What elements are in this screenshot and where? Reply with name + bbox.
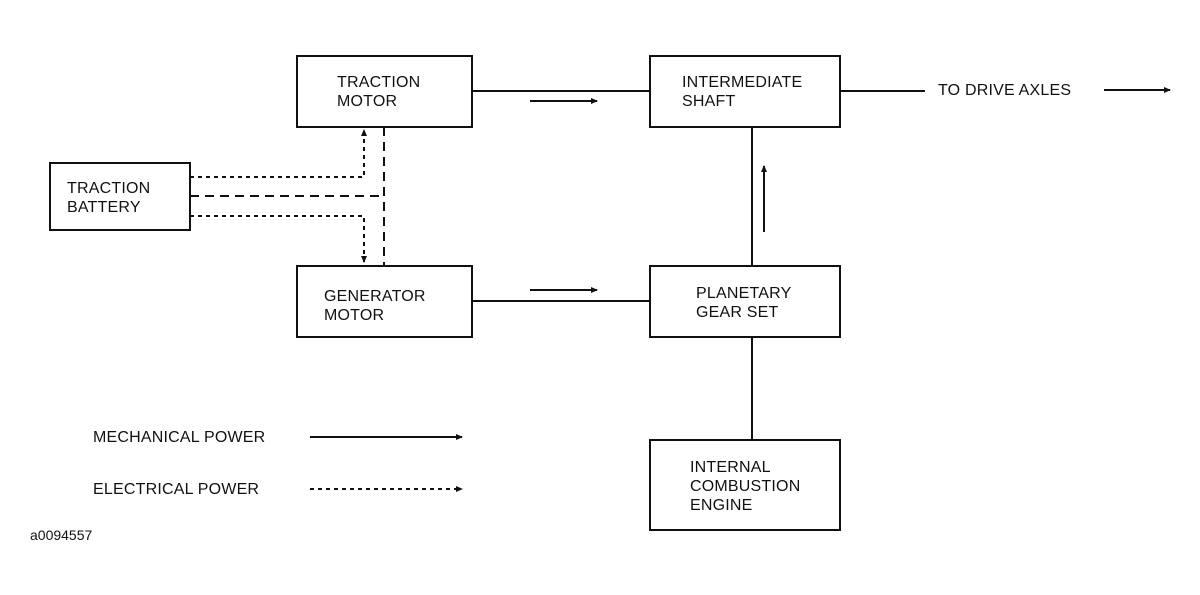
- intermediate-shaft-box: INTERMEDIATE SHAFT: [649, 55, 841, 128]
- intermediate-shaft-label: INTERMEDIATE SHAFT: [682, 74, 803, 110]
- traction-motor-label: TRACTION MOTOR: [337, 74, 421, 110]
- internal-combustion-engine-label: INTERNAL COMBUSTION ENGINE: [690, 459, 801, 514]
- legend-electrical-label: ELECTRICAL POWER: [93, 481, 260, 498]
- traction-motor-box: TRACTION MOTOR: [296, 55, 473, 128]
- internal-combustion-engine-box: INTERNAL COMBUSTION ENGINE: [649, 439, 841, 531]
- planetary-gear-set-box: PLANETARY GEAR SET: [649, 265, 841, 338]
- electrical-battery-to-traction-motor: [190, 129, 367, 178]
- planetary-gear-set-label: PLANETARY GEAR SET: [696, 285, 792, 321]
- traction-battery-label: TRACTION BATTERY: [67, 180, 151, 216]
- figure-id: a0094557: [30, 527, 93, 543]
- traction-battery-box: TRACTION BATTERY: [49, 162, 191, 231]
- electrical-battery-to-generator: [190, 215, 367, 263]
- generator-motor-label: GENERATOR MOTOR: [324, 288, 426, 324]
- legend-mechanical-label: MECHANICAL POWER: [93, 429, 266, 446]
- to-drive-axles-label: TO DRIVE AXLES: [938, 82, 1072, 99]
- generator-motor-box: GENERATOR MOTOR: [296, 265, 473, 338]
